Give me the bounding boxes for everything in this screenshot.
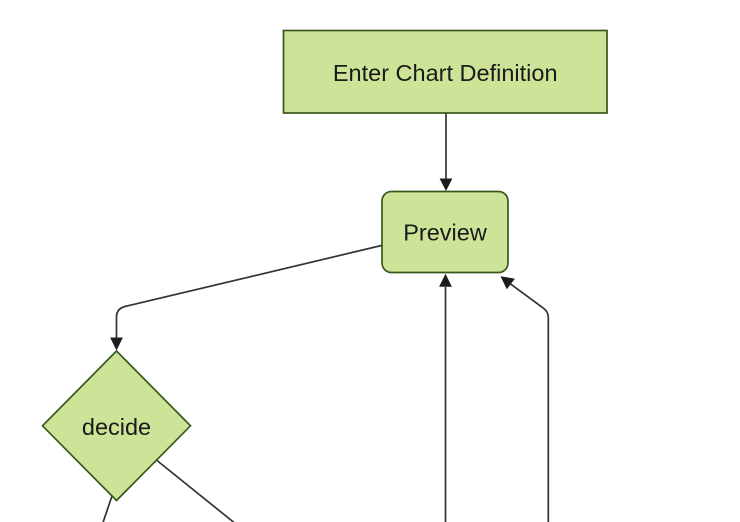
edges-layer xyxy=(102,113,550,522)
edge-decide-to-offscreen-left xyxy=(102,496,113,522)
node-decide-diamond xyxy=(41,349,192,502)
node-decide: decide xyxy=(41,349,192,502)
arrowhead-into-decide-top-icon xyxy=(110,337,123,351)
node-enter-rect xyxy=(282,29,608,114)
arrowhead-into-preview-top-icon xyxy=(439,178,453,191)
arrowhead-into-preview-bottom-icon xyxy=(439,273,452,287)
edge-preview-to-decide xyxy=(115,244,382,339)
node-preview-label: Preview xyxy=(403,220,488,246)
edge-offscreen-right-to-preview xyxy=(509,283,550,522)
node-enter-chart-definition: Enter Chart Definition xyxy=(282,29,608,114)
node-enter-label: Enter Chart Definition xyxy=(333,60,558,86)
edge-decide-to-offscreen-right xyxy=(156,459,235,522)
arrowhead-into-preview-corner-icon xyxy=(500,276,515,290)
node-preview: Preview xyxy=(381,190,509,274)
node-preview-rect xyxy=(381,190,509,274)
node-decide-label: decide xyxy=(82,414,151,440)
nodes-layer: Enter Chart Definition Preview decide xyxy=(41,29,608,502)
